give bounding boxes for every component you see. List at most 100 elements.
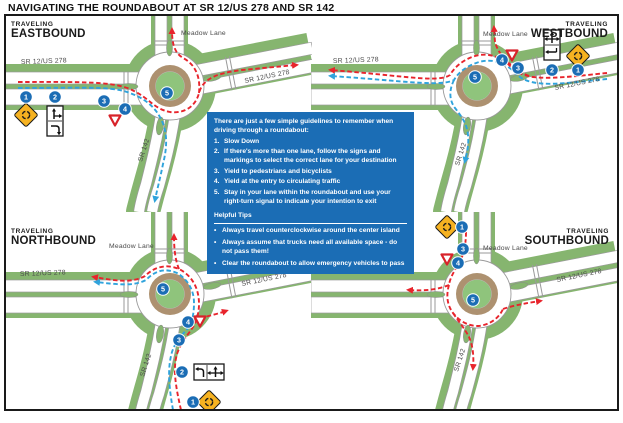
road-label: Meadow Lane	[109, 243, 154, 250]
guideline-item: 2.If there's more than one lane, follow …	[214, 148, 397, 165]
marker-1: 1	[186, 395, 200, 409]
marker-3: 3	[511, 61, 525, 75]
svg-text:1: 1	[191, 398, 195, 407]
svg-text:3: 3	[177, 336, 181, 345]
route-path-red	[452, 312, 477, 371]
road-label: SR 12/US 278	[21, 57, 67, 66]
route-path-red	[170, 233, 180, 270]
marker-2: 2	[545, 63, 559, 77]
route-path-red	[17, 61, 299, 114]
lane-control-sign	[543, 29, 561, 61]
guideline-item: 5.Stay in your lane within the roundabou…	[214, 188, 391, 205]
direction-label-eastbound: TRAVELING EASTBOUND	[11, 21, 86, 40]
guidelines-box: There are just a few simple guidelines t…	[207, 112, 414, 274]
direction-label-southbound: TRAVELING SOUTHBOUND	[525, 228, 609, 247]
direction-text: EASTBOUND	[11, 28, 86, 40]
svg-text:5: 5	[473, 73, 477, 82]
marker-1: 1	[19, 90, 33, 104]
roundabout-warning-sign	[435, 215, 459, 239]
tip-item: •Always assume that trucks need all avai…	[214, 238, 398, 256]
yield-sign	[193, 315, 207, 328]
marker-1: 1	[455, 220, 469, 234]
marker-3: 3	[97, 94, 111, 108]
traveling-text: TRAVELING	[11, 228, 54, 235]
marker-5: 5	[468, 70, 482, 84]
marker-4: 4	[118, 102, 132, 116]
yield-sign	[505, 49, 519, 62]
marker-2: 2	[48, 90, 62, 104]
route-path-red	[328, 53, 608, 80]
roundabout-warning-sign	[14, 103, 38, 127]
svg-text:2: 2	[53, 93, 57, 102]
svg-text:2: 2	[180, 368, 184, 377]
svg-text:3: 3	[102, 97, 106, 106]
marker-5: 5	[156, 282, 170, 296]
svg-text:2: 2	[550, 66, 554, 75]
page-title: NAVIGATING THE ROUNDABOUT AT SR 12/US 27…	[8, 2, 335, 14]
svg-text:4: 4	[456, 259, 460, 268]
marker-3: 3	[172, 333, 186, 347]
svg-text:5: 5	[471, 296, 475, 305]
route-path-red	[168, 27, 201, 94]
traveling-text: TRAVELING	[565, 21, 608, 28]
road-label: SR 12/US 278	[20, 269, 66, 278]
roundabout-warning-sign	[197, 390, 221, 414]
marker-1: 1	[571, 63, 585, 77]
traveling-text: TRAVELING	[566, 228, 609, 235]
roundabout-map	[4, 14, 312, 217]
marker-3: 3	[456, 242, 470, 256]
direction-label-northbound: TRAVELING NORTHBOUND	[11, 228, 96, 247]
yield-sign	[108, 114, 122, 127]
marker-4: 4	[451, 256, 465, 270]
direction-text: SOUTHBOUND	[524, 235, 609, 247]
yield-sign	[440, 253, 454, 266]
tip-item: •Always travel counterclockwise around t…	[214, 227, 400, 235]
svg-text:4: 4	[186, 318, 190, 327]
svg-text:5: 5	[161, 285, 165, 294]
guideline-item: 1.Slow Down	[214, 137, 260, 145]
svg-text:3: 3	[516, 64, 520, 73]
route-path-red	[406, 284, 450, 294]
route-path-red	[502, 298, 543, 310]
guidelines-intro: There are just a few simple guidelines t…	[214, 118, 394, 135]
road-label: Meadow Lane	[181, 30, 226, 37]
svg-text:4: 4	[500, 56, 504, 65]
svg-text:5: 5	[165, 89, 169, 98]
guideline-item: 4.Yield at the entry to circulating traf…	[214, 178, 341, 186]
marker-5: 5	[466, 293, 480, 307]
route-path-blue	[449, 79, 470, 164]
route-path-red	[446, 284, 504, 327]
svg-text:1: 1	[576, 66, 580, 75]
marker-2: 2	[175, 365, 189, 379]
guidelines-list: 1.Slow Down 2.If there's more than one la…	[214, 137, 407, 207]
route-path-blue	[328, 59, 608, 85]
tip-item: •Clear the roundabout to allow emergency…	[214, 260, 405, 268]
road-label: Meadow Lane	[483, 245, 528, 252]
svg-text:3: 3	[461, 245, 465, 254]
tips-list: •Always travel counterclockwise around t…	[214, 226, 407, 268]
tips-heading: Helpful Tips	[214, 212, 252, 220]
lane-control-sign	[46, 105, 64, 137]
guideline-item: 3.Yield to pedestrians and bicyclists	[214, 167, 332, 175]
road-label: Meadow Lane	[483, 31, 528, 38]
traveling-text: TRAVELING	[11, 21, 54, 28]
marker-4: 4	[495, 53, 509, 67]
direction-text: NORTHBOUND	[11, 235, 97, 247]
direction-label-westbound: TRAVELING WESTBOUND	[531, 21, 608, 40]
marker-4: 4	[181, 315, 195, 329]
svg-text:1: 1	[24, 93, 28, 102]
lane-control-sign	[193, 363, 225, 381]
route-path-blue	[17, 86, 168, 203]
svg-text:4: 4	[123, 105, 127, 114]
direction-text: WESTBOUND	[530, 28, 608, 40]
roundabout-warning-sign	[566, 44, 590, 68]
marker-5: 5	[160, 86, 174, 100]
tips-divider	[214, 222, 407, 224]
road-label: SR 12/US 278	[333, 56, 379, 65]
